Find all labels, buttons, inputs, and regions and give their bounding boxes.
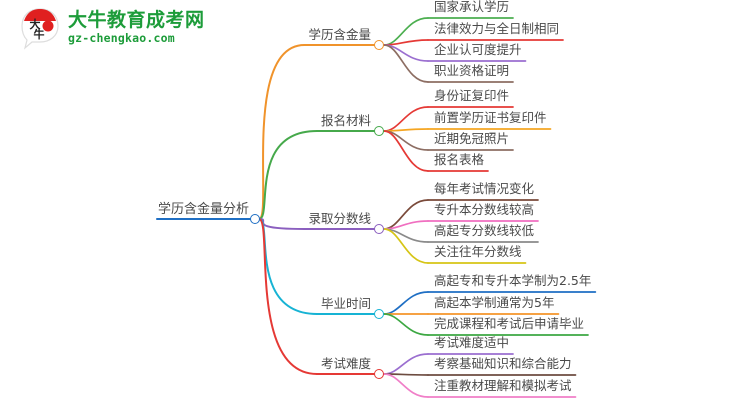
branch-node-dot-5[interactable] xyxy=(374,369,384,379)
leaf-node-label-2-3: 近期免冠照片 xyxy=(434,131,510,146)
leaf-node-label-3-3: 高起专分数线较低 xyxy=(434,223,535,238)
leaf-node-label-1-3: 企业认可度提升 xyxy=(434,42,522,57)
branch-node-label-5: 考试难度 xyxy=(320,356,371,371)
leaf-node-label-3-2: 专升本分数线较高 xyxy=(434,202,535,217)
logo-domain: gz-chengkao.com xyxy=(68,31,175,46)
leaf-node-label-1-4: 职业资格证明 xyxy=(434,63,510,78)
leaf-node-label-4-1: 高起专和专升本学制为2.5年 xyxy=(434,273,592,288)
leaf-node-label-3-4: 关注往年分数线 xyxy=(434,244,522,259)
leaf-node-label-5-1: 考试难度适中 xyxy=(434,335,510,350)
logo-title: 大牛教育成考网 xyxy=(68,9,205,32)
root-node-dot[interactable] xyxy=(250,214,260,224)
root-node-label: 学历含金量分析 xyxy=(157,202,249,217)
leaf-node-label-5-2: 考察基础知识和综合能力 xyxy=(434,356,572,371)
leaf-node-label-2-2: 前置学历证书复印件 xyxy=(434,110,547,125)
branch-node-label-1: 学历含金量 xyxy=(308,27,371,42)
site-logo[interactable]: 大 牛 大牛教育成考网 gz-chengkao.com xyxy=(18,6,205,50)
leaf-node-label-2-1: 身份证复印件 xyxy=(434,88,510,103)
leaf-node-label-2-4: 报名表格 xyxy=(434,152,485,167)
leaf-node-label-4-2: 高起本学制通常为5年 xyxy=(434,295,555,310)
branch-node-dot-3[interactable] xyxy=(374,224,384,234)
branch-node-label-3: 录取分数线 xyxy=(308,211,371,226)
svg-text:牛: 牛 xyxy=(34,27,45,41)
logo-mark-icon: 大 牛 xyxy=(18,6,62,50)
branch-node-label-2: 报名材料 xyxy=(320,113,371,128)
leaf-node-label-1-1: 国家承认学历 xyxy=(434,0,510,14)
branch-node-label-4: 毕业时间 xyxy=(320,296,371,311)
branch-node-dot-2[interactable] xyxy=(374,126,384,136)
branch-node-dot-4[interactable] xyxy=(374,309,384,319)
leaf-node-label-1-2: 法律效力与全日制相同 xyxy=(434,21,560,36)
leaf-node-label-5-3: 注重教材理解和模拟考试 xyxy=(434,378,572,393)
leaf-node-label-4-3: 完成课程和考试后申请毕业 xyxy=(434,316,585,331)
leaf-node-label-3-1: 每年考试情况变化 xyxy=(434,181,535,196)
svg-text:大: 大 xyxy=(30,17,41,31)
branch-node-dot-1[interactable] xyxy=(374,40,384,50)
logo-text: 大牛教育成考网 gz-chengkao.com xyxy=(68,11,205,45)
